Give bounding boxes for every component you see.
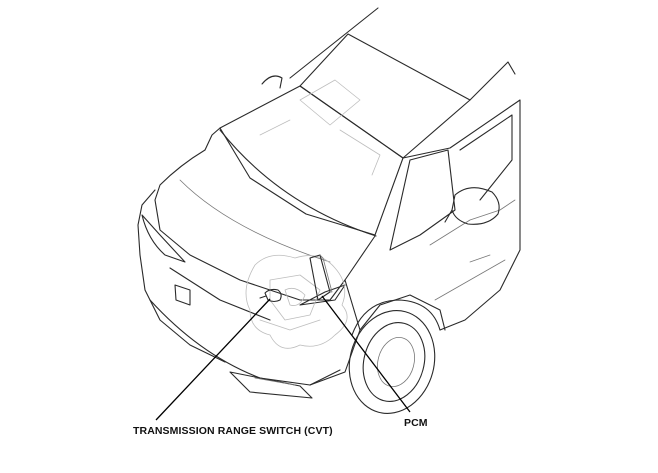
rear-body-side: [402, 99, 521, 331]
door-handle: [469, 254, 491, 263]
front-left-edge: [137, 189, 226, 363]
transmission-range-switch-part: [264, 288, 282, 303]
pcm-module-face: [319, 254, 333, 293]
windshield-outline: [219, 85, 404, 236]
wiper-left: [261, 75, 283, 89]
lower-grille: [229, 371, 313, 399]
windshield-reflection: [259, 79, 381, 176]
wheel-arch: [351, 299, 441, 336]
roof-rear-edge: [469, 61, 516, 101]
bumper-lower: [149, 299, 341, 386]
leader-pcm: [321, 295, 411, 413]
door-crease: [434, 259, 506, 301]
callout-transmission-range-switch: TRANSMISSION RANGE SWITCH (CVT): [133, 425, 333, 437]
switch-connector: [259, 295, 267, 299]
hood-crease: [179, 179, 331, 263]
roof-front-edge: [289, 7, 379, 79]
grille-upper: [169, 267, 271, 321]
rear-window: [459, 114, 513, 201]
side-mirror: [451, 187, 500, 225]
engine-ghost-detail: [259, 274, 321, 331]
pcm-module: [309, 254, 331, 301]
front-hub: [377, 337, 415, 387]
emblem: [174, 284, 191, 306]
leader-transmission-range-switch: [155, 298, 271, 421]
fog-opening: [254, 377, 296, 386]
headlight-right: [299, 284, 346, 306]
a-pillar: [204, 127, 221, 151]
hood-outline: [154, 149, 376, 301]
mirror-base: [444, 209, 453, 223]
bumper-side: [309, 329, 361, 386]
headlight-left: [141, 214, 186, 263]
roof-outline: [299, 33, 471, 159]
engine-ghost: [245, 254, 348, 349]
door-window: [389, 149, 456, 251]
door-line: [429, 199, 516, 246]
windshield-lower-edge: [219, 129, 377, 237]
front-tire-outer: [348, 310, 436, 414]
front-tire-inner: [362, 322, 426, 402]
callout-pcm: PCM: [404, 417, 428, 429]
